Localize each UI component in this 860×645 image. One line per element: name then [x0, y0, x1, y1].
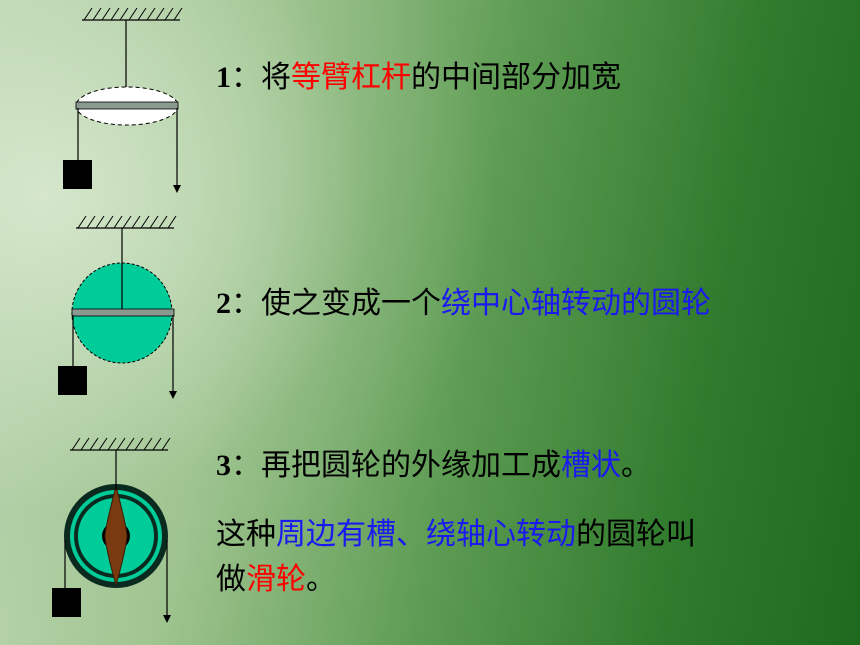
conclusion-highlight-1: 周边有槽、绕轴心转动 [276, 517, 576, 552]
step-3-number: 3 [216, 449, 231, 482]
conclusion-line-1: 这种周边有槽、绕轴心转动的圆轮叫 [216, 516, 696, 554]
conclusion-line-2: 做滑轮。 [216, 561, 336, 599]
rotating-wheel-figure [58, 215, 177, 399]
step-1-text: 1：将等臂杠杆的中间部分加宽 [216, 59, 621, 97]
step-1-number: 1 [216, 61, 231, 94]
step-1-suffix: 的中间部分加宽 [411, 60, 621, 95]
step-2-highlight: 绕中心轴转动的圆轮 [441, 286, 711, 321]
pulley-figure [52, 437, 171, 623]
step-1-highlight: 等臂杠杆 [291, 60, 411, 95]
step-2-number: 2 [216, 287, 231, 320]
step-3-text: 3：再把圆轮的外缘加工成槽状。 [216, 447, 651, 485]
step-2-text: 2：使之变成一个绕中心轴转动的圆轮 [216, 285, 711, 323]
conclusion-text-4: 。 [306, 562, 336, 597]
widened-lever-figure [63, 7, 183, 193]
step-3-suffix: 。 [621, 448, 651, 483]
conclusion-text-1: 这种 [216, 517, 276, 552]
conclusion-text-2: 的圆轮叫 [576, 517, 696, 552]
step-1-prefix: ：将 [231, 60, 291, 95]
step-2-prefix: ：使之变成一个 [231, 286, 441, 321]
conclusion-text-3: 做 [216, 562, 246, 597]
step-3-prefix: ：再把圆轮的外缘加工成 [231, 448, 561, 483]
step-3-highlight: 槽状 [561, 448, 621, 483]
conclusion-highlight-2: 滑轮 [246, 562, 306, 597]
